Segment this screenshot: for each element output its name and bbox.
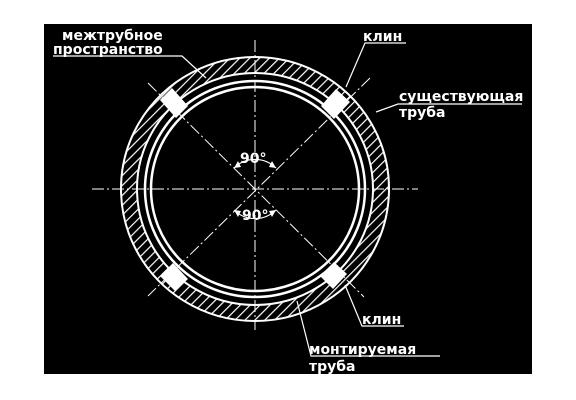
centerline-diagonal-1 xyxy=(147,82,365,298)
label-installed-pipe-line1: монтируемая xyxy=(309,342,416,358)
leader-installed-pipe xyxy=(296,300,440,357)
angle-arrow-upper-right xyxy=(269,161,276,168)
label-existing-pipe-line1: существующая xyxy=(399,89,523,105)
existing-pipe-wall xyxy=(120,56,391,322)
wedge-lower-right xyxy=(320,262,347,289)
angle-arrow-upper-left xyxy=(234,161,241,168)
label-wedge-bottom: клин xyxy=(362,312,401,328)
label-installed-pipe-line2: труба xyxy=(309,359,355,375)
leader-wedge-bottom xyxy=(344,284,404,327)
leader-existing-pipe xyxy=(375,103,522,113)
angle-arrow-lower-right xyxy=(269,210,276,217)
leader-annulus xyxy=(53,55,207,79)
angle-arrow-lower-left xyxy=(234,210,241,217)
leader-wedge-top xyxy=(345,42,406,88)
label-wedge-top: клин xyxy=(363,29,402,45)
label-angle-upper: 90° xyxy=(240,151,266,167)
label-annulus-line2: пространство xyxy=(53,42,163,58)
label-existing-pipe-line2: труба xyxy=(399,105,445,121)
wedge-upper-right xyxy=(321,89,350,119)
wedge-lower-left xyxy=(160,263,188,291)
wedge-upper-left xyxy=(160,88,188,118)
label-angle-lower: 90° xyxy=(242,208,268,224)
label-annulus-line1: межтрубное xyxy=(62,28,163,44)
